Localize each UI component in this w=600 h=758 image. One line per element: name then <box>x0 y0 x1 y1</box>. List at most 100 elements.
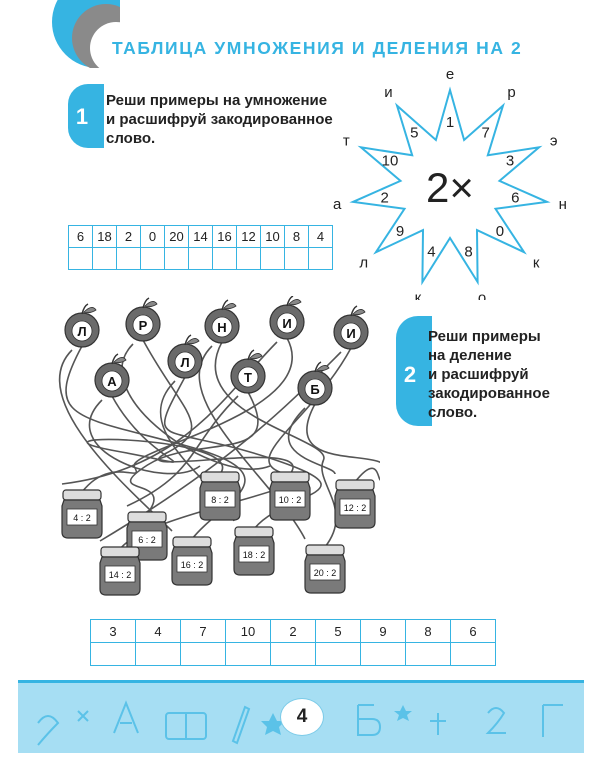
task-2-answer-grid: 3 4 7 10 2 5 9 8 6 <box>90 619 496 666</box>
star-letter: к <box>533 255 540 272</box>
jar: 14 : 2 <box>99 546 141 596</box>
blank-cell[interactable] <box>92 247 117 270</box>
jar: 8 : 2 <box>199 471 241 521</box>
star-letter: к <box>415 289 422 300</box>
task-1-number: 1 <box>75 104 89 129</box>
task-1-blank-row <box>68 247 333 270</box>
answer-cell: 8 <box>284 225 309 248</box>
jar-label: 6 : 2 <box>138 535 156 545</box>
apple-letter: Л <box>180 355 189 370</box>
task-1-answers-row: 6 18 2 0 20 14 16 12 10 8 4 <box>68 225 333 248</box>
task-1-instructions: Реши примеры на умножение и расшифруй за… <box>106 92 333 147</box>
task-2-answers-row: 3 4 7 10 2 5 9 8 6 <box>90 619 496 643</box>
answer-cell: 9 <box>360 619 406 643</box>
footer-doodle-two <box>37 715 60 746</box>
blank-cell[interactable] <box>360 642 406 666</box>
answer-cell: 10 <box>225 619 271 643</box>
apple-letter: А <box>107 374 117 389</box>
blank-cell[interactable] <box>116 247 141 270</box>
blank-cell[interactable] <box>225 642 271 666</box>
footer-doodles <box>37 700 563 746</box>
star-letter: е <box>446 70 454 83</box>
blank-cell[interactable] <box>405 642 451 666</box>
apple: Н <box>204 299 240 344</box>
header-circles-decoration <box>52 0 120 68</box>
footer-doodle-times <box>77 710 89 722</box>
apple-letter: Б <box>310 382 319 397</box>
star-number: 2 <box>381 189 389 206</box>
jar: 4 : 2 <box>61 489 103 539</box>
blank-cell[interactable] <box>164 247 189 270</box>
maze-string <box>129 391 259 515</box>
maze-string <box>126 395 239 507</box>
task-2-blank-row <box>90 642 496 666</box>
page-number: 4 <box>280 698 324 736</box>
blank-cell[interactable] <box>90 642 136 666</box>
blank-cell[interactable] <box>212 247 237 270</box>
answer-cell: 7 <box>180 619 226 643</box>
maze-string <box>306 403 380 483</box>
blank-cell[interactable] <box>450 642 496 666</box>
blank-cell[interactable] <box>236 247 261 270</box>
answer-cell: 6 <box>450 619 496 643</box>
apple-letter: Н <box>217 320 226 335</box>
blank-cell[interactable] <box>270 642 316 666</box>
maze-string <box>287 407 336 475</box>
apple-letter: И <box>346 326 355 341</box>
jar-label: 10 : 2 <box>279 495 302 505</box>
blank-cell[interactable] <box>68 247 93 270</box>
star-letter: э <box>550 133 558 150</box>
task-1-marker: 1 <box>68 84 104 148</box>
maze-string <box>121 343 271 470</box>
star-number: 10 <box>382 153 399 170</box>
answer-cell: 2 <box>270 619 316 643</box>
answer-cell: 20 <box>164 225 189 248</box>
star-letter: а <box>333 196 342 213</box>
jar-label: 20 : 2 <box>314 568 337 578</box>
footer-doodle-star <box>261 713 285 735</box>
star-center-label: 2× <box>426 164 474 211</box>
star-number: 3 <box>506 153 514 170</box>
blank-cell[interactable] <box>135 642 181 666</box>
maze-string <box>86 395 224 475</box>
answer-cell: 14 <box>188 225 213 248</box>
apple: А <box>94 353 130 398</box>
blank-cell[interactable] <box>260 247 285 270</box>
star-letter: о <box>478 289 486 300</box>
answer-cell: 6 <box>68 225 93 248</box>
answer-cell: 8 <box>405 619 451 643</box>
star-letter: н <box>559 196 567 213</box>
jar-label: 18 : 2 <box>243 550 266 560</box>
apple: Л <box>167 334 203 379</box>
jar-label: 12 : 2 <box>344 503 367 513</box>
footer-doodle-letter-b <box>357 704 382 736</box>
answer-cell: 10 <box>260 225 285 248</box>
answer-cell: 2 <box>116 225 141 248</box>
apple: Т <box>230 349 266 394</box>
jar-label: 16 : 2 <box>181 560 204 570</box>
answer-cell: 4 <box>135 619 181 643</box>
jar: 12 : 2 <box>334 479 376 529</box>
blank-cell[interactable] <box>180 642 226 666</box>
jar: 10 : 2 <box>269 471 311 521</box>
footer-doodle-letter-g <box>542 704 563 737</box>
footer-doodle-plus <box>430 713 446 735</box>
star-number: 1 <box>446 114 454 131</box>
star-number: 5 <box>410 125 418 142</box>
blank-cell[interactable] <box>188 247 213 270</box>
blank-cell[interactable] <box>308 247 333 270</box>
star-letter: р <box>507 84 515 101</box>
blank-cell[interactable] <box>284 247 309 270</box>
task-2-marker: 2 <box>396 316 432 426</box>
blank-cell[interactable] <box>315 642 361 666</box>
answer-cell: 0 <box>140 225 165 248</box>
blank-cell[interactable] <box>140 247 165 270</box>
apple: Р <box>125 297 161 342</box>
task-2-instructions: Реши примеры на деление и расшифруй зако… <box>428 328 550 421</box>
jar: 18 : 2 <box>233 526 275 576</box>
footer-doodle-pencil <box>231 705 251 745</box>
star-number: 4 <box>427 243 435 260</box>
apple: Б <box>297 361 333 406</box>
